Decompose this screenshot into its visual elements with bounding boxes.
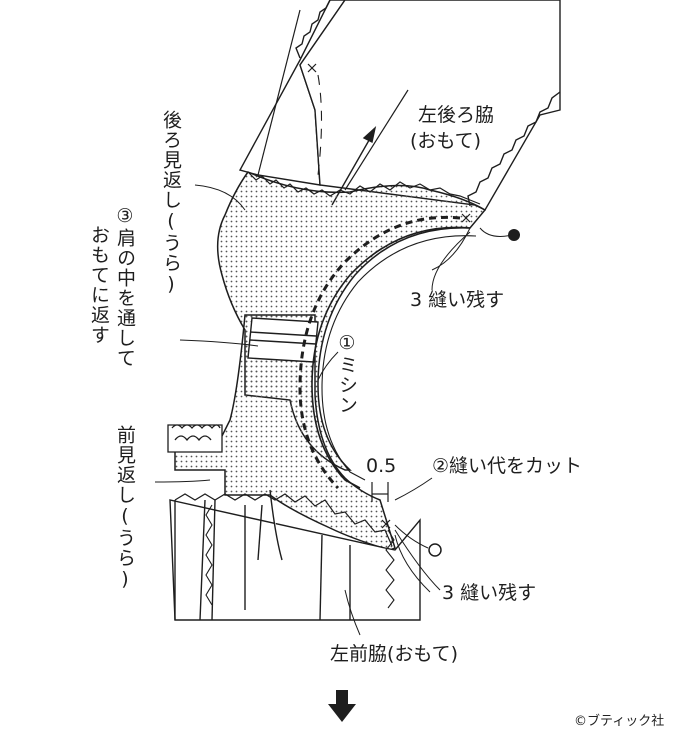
label-front-facing-line1: 前見返し: [113, 425, 136, 505]
label-step3-line1: ③肩の中を通して: [113, 205, 136, 368]
seam-allowance-marker: [371, 482, 389, 502]
left-back-side-panel: [238, 0, 561, 211]
label-front-facing: 前見返し(うら): [113, 425, 136, 591]
label-step3-line2: おもてに返す: [87, 225, 110, 345]
label-step1-sewing: ①ミシン: [335, 332, 358, 415]
copyright-text: ©ブティック社: [574, 714, 665, 729]
label-left-back-side: 左後ろ脇: [418, 104, 495, 126]
label-left-back-side-sub: (おもて): [410, 130, 482, 152]
collar-ruffle: [167, 424, 223, 453]
filled-circle-marker: [508, 229, 520, 241]
label-left-front-side: 左前脇(おもて): [330, 643, 459, 665]
label-leave-unsewn-top: 3 縫い残す: [410, 289, 505, 311]
label-back-facing-line2: (うら): [159, 210, 182, 296]
front-facing-piece: [174, 314, 396, 551]
leader-lines: [154, 184, 513, 636]
cross-marks: [307, 63, 471, 529]
label-back-facing: 後ろ見返し(うら): [159, 110, 182, 296]
down-arrow-icon: [328, 690, 356, 722]
label-step2-cut: ②縫い代をカット: [432, 455, 583, 477]
armhole-curve: [298, 215, 477, 490]
label-leave-unsewn-bottom: 3 縫い残す: [442, 582, 537, 604]
label-back-facing-line1: 後ろ見返し: [159, 110, 182, 210]
shoulder-fold-tab: [247, 317, 319, 363]
label-front-facing-line2: (うら): [113, 505, 136, 591]
label-seam-width: 0.5: [366, 455, 397, 477]
open-circle-marker: [428, 543, 442, 557]
left-front-side-panel: [169, 489, 421, 621]
